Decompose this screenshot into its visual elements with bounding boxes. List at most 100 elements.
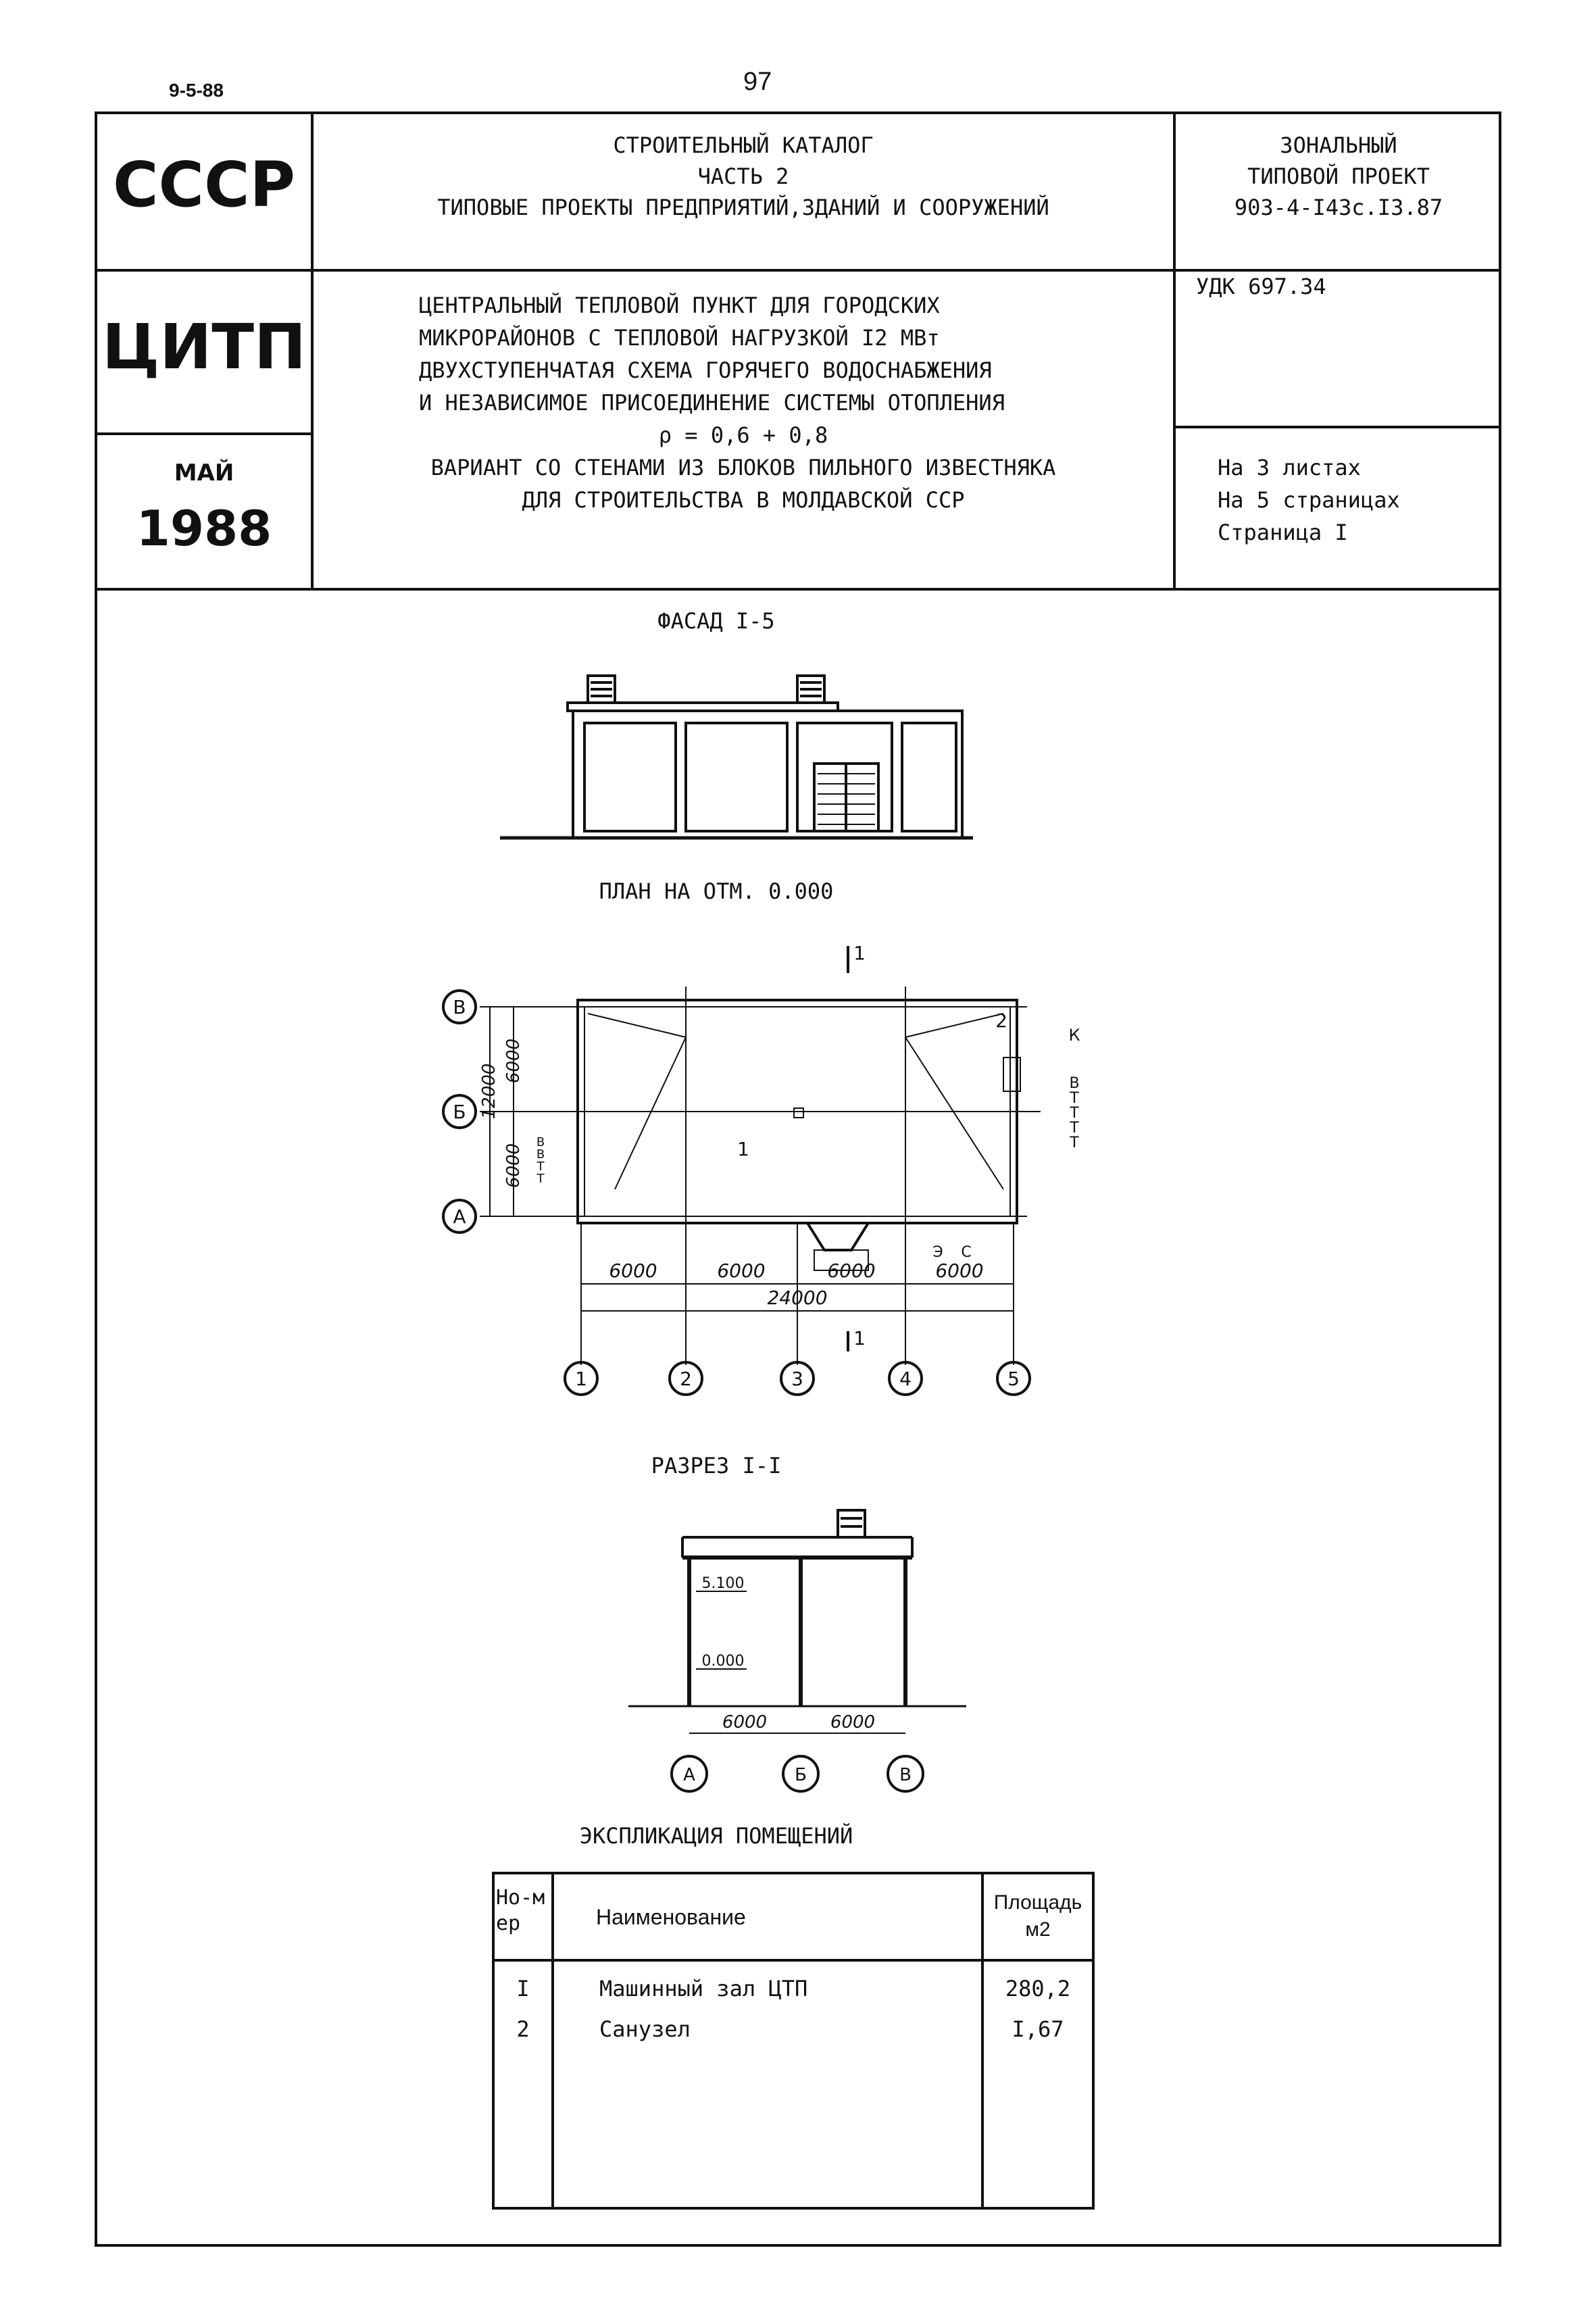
pipe-label-r2: Т	[1069, 1090, 1079, 1107]
pipe-label-r5: Т	[1069, 1135, 1079, 1151]
section-axis-label-v: В	[899, 1765, 912, 1785]
page-number: 97	[743, 68, 772, 96]
col-divider-left	[311, 111, 314, 591]
axis-bubble-2	[668, 1361, 703, 1396]
title-line-7: ДЛЯ СТРОИТЕЛЬСТВА В МОЛДАВСКОЙ ССР	[522, 487, 965, 513]
catalog-header: СТРОИТЕЛЬНЫЙ КАТАЛОГ ЧАСТЬ 2 ТИПОВЫЕ ПРО…	[318, 130, 1169, 223]
axis-bubble-5	[996, 1361, 1031, 1396]
row-1-name: Машинный зал ЦТП	[599, 1976, 808, 2001]
title-line-4: И НЕЗАВИСИМОЕ ПРИСОЕДИНЕНИЕ СИСТЕМЫ ОТОП…	[419, 390, 1005, 416]
sheet-info: На 3 листах На 5 страницах Страница I	[1218, 451, 1400, 549]
axis-bubble-3	[780, 1361, 815, 1396]
room-label-2: 2	[995, 1010, 1007, 1032]
left-divider	[95, 432, 311, 435]
org-citp: ЦИТП	[101, 311, 307, 383]
title-line-6: ВАРИАНТ СО СТЕНАМИ ИЗ БЛОКОВ ПИЛЬНОГО ИЗ…	[430, 455, 1056, 480]
project-line-1: ЗОНАЛЬНЫЙ	[1280, 132, 1397, 158]
axis-bubble-b	[442, 1094, 477, 1129]
issue-year: 1988	[136, 500, 272, 557]
axis-bubble-1	[564, 1361, 599, 1396]
axis-label-3: 3	[791, 1368, 803, 1390]
header-divider	[95, 269, 1501, 272]
header-name: Наименование	[596, 1905, 746, 1929]
cut-label-top: 1	[853, 942, 866, 964]
pipe-label-l4: Т	[537, 1172, 545, 1186]
pipe-label-r1: В	[1069, 1075, 1079, 1092]
vent-left	[587, 674, 616, 704]
header-area: Площадь м2	[993, 1891, 1082, 1941]
axis-label-a: А	[453, 1205, 466, 1228]
header-bottom	[95, 588, 1501, 591]
room-label-1: 1	[737, 1138, 749, 1160]
cut-label-bottom: 1	[853, 1327, 866, 1349]
header-num: Но-мер	[496, 1886, 545, 1935]
page-index: Страница I	[1218, 520, 1348, 545]
pipe-label-r3: Т	[1069, 1105, 1079, 1122]
plan-drawing: В Б А 1 2 3 4 5 6000 6000 6000 6000 2400…	[442, 942, 1080, 1396]
section-axis-label-b: Б	[795, 1765, 807, 1785]
plan-title: ПЛАН НА ОТМ. 0.000	[599, 878, 834, 904]
udk-code: УДК 697.34	[1196, 274, 1326, 299]
catalog-line-1: СТРОИТЕЛЬНЫЙ КАТАЛОГ	[613, 132, 874, 158]
section-axis-label-a: А	[683, 1765, 695, 1785]
section-dim-1: 6000	[722, 1712, 767, 1733]
facade-title: ФАСАД I-5	[657, 608, 775, 634]
wall-panel-4	[901, 722, 957, 832]
catalog-line-2: ЧАСТЬ 2	[697, 164, 789, 189]
page-frame	[95, 111, 1501, 2247]
dim-bottom-3: 6000	[827, 1260, 875, 1282]
axis-label-4: 4	[899, 1368, 912, 1390]
section-axis-b	[782, 1755, 820, 1793]
section-title: РАЗРЕЗ I-I	[651, 1453, 782, 1478]
explication-title: ЭКСПЛИКАЦИЯ ПОМЕЩЕНИЙ	[579, 1823, 853, 1849]
row-2-area: I,67	[1012, 2016, 1064, 2042]
section-axis-v	[887, 1755, 924, 1793]
row-1-num: I	[516, 1976, 530, 2001]
project-header: ЗОНАЛЬНЫЙ ТИПОВОЙ ПРОЕКТ 903-4-I43с.I3.8…	[1177, 130, 1500, 223]
axis-label-b: Б	[453, 1101, 466, 1123]
pipe-label-l2: В	[537, 1147, 545, 1162]
axis-bubble-4	[888, 1361, 923, 1396]
axis-bubble-a	[442, 1199, 477, 1234]
section-axis-a	[670, 1755, 708, 1793]
row-2-name: Санузел	[599, 2016, 691, 2042]
axis-label-1: 1	[575, 1368, 587, 1390]
mark-floor: 0.000	[702, 1653, 745, 1670]
page-count: На 5 страницах	[1218, 487, 1400, 513]
issue-month: МАЙ	[174, 459, 234, 487]
axis-label-5: 5	[1007, 1368, 1020, 1390]
pipe-label-k: К	[1068, 1026, 1080, 1045]
pipe-label-r4: Т	[1069, 1120, 1079, 1137]
dim-bottom-4: 6000	[935, 1260, 983, 1282]
right-divider	[1173, 426, 1501, 428]
mark-top: 5.100	[702, 1575, 745, 1592]
dim-left-1: 6000	[503, 1039, 524, 1083]
pipe-label-l3: Т	[537, 1160, 545, 1174]
dim-bottom-2: 6000	[717, 1260, 765, 1282]
vent-right	[796, 674, 826, 704]
entry-label-e: Э	[932, 1244, 943, 1261]
dim-total: 24000	[767, 1287, 827, 1309]
project-line-3: 903-4-I43с.I3.87	[1234, 195, 1443, 220]
project-line-2: ТИПОВОЙ ПРОЕКТ	[1247, 164, 1430, 189]
project-title: ЦЕНТРАЛЬНЫЙ ТЕПЛОВОЙ ПУНКТ ДЛЯ ГОРОДСКИХ…	[318, 289, 1169, 516]
section-dim-2: 6000	[830, 1712, 875, 1733]
wall-panel-2	[684, 722, 789, 832]
row-1-area: 280,2	[1005, 1976, 1071, 2001]
col-divider-right	[1173, 111, 1176, 591]
axis-bubble-v	[442, 989, 477, 1024]
wall-panel-1	[583, 722, 677, 832]
catalog-line-3: ТИПОВЫЕ ПРОЕКТЫ ПРЕДПРИЯТИЙ,ЗДАНИЙ И СОО…	[437, 195, 1049, 220]
axis-label-v: В	[453, 996, 466, 1018]
title-line-2: МИКРОРАЙОНОВ С ТЕПЛОВОЙ НАГРУЗКОЙ I2 МВт	[419, 325, 940, 351]
sheet-count: На 3 листах	[1218, 455, 1361, 480]
title-line-3: ДВУХСТУПЕНЧАТАЯ СХЕМА ГОРЯЧЕГО ВОДОСНАБЖ…	[419, 357, 992, 383]
explication-table: Но-мер Наименование Площадь м2 I Машинны…	[492, 1872, 1095, 2210]
document-code: 9-5-88	[169, 80, 224, 101]
org-ussr: СССР	[113, 149, 295, 221]
axis-label-2: 2	[680, 1368, 692, 1390]
row-2-num: 2	[516, 2016, 530, 2042]
pipe-label-l1: В	[537, 1135, 545, 1149]
section-drawing: 5.100 0.000 6000 6000 А Б В	[628, 1509, 966, 1793]
section-vent	[837, 1509, 866, 1539]
